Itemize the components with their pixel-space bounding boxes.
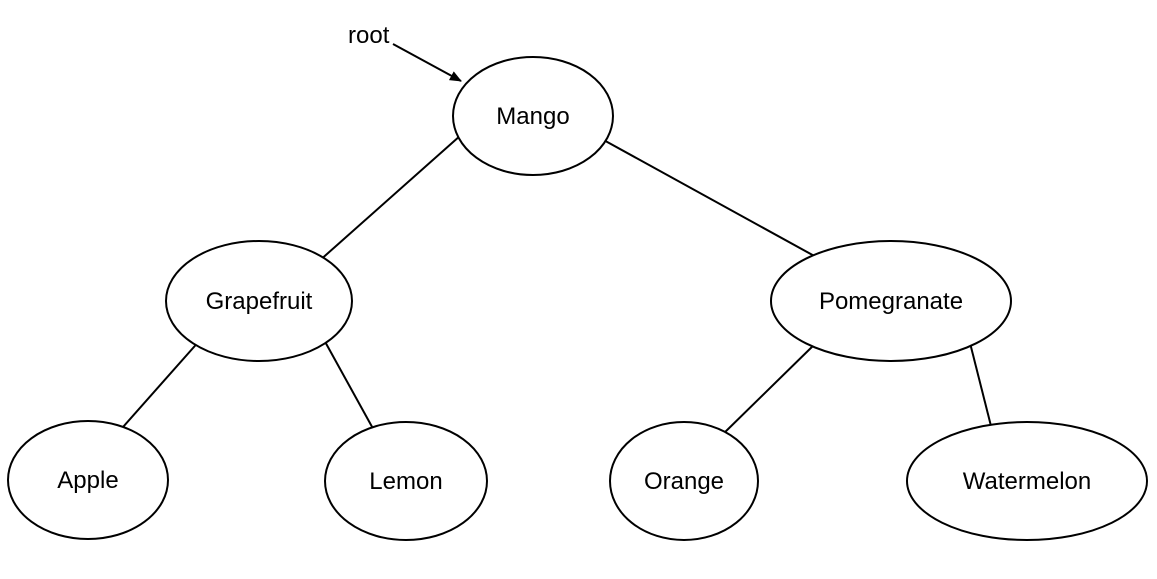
node-ellipse-apple <box>7 420 169 540</box>
edge-pomegranate-watermelon <box>967 334 993 431</box>
root-annotation: root <box>348 22 462 82</box>
tree-node-orange: Orange <box>609 421 759 541</box>
root-pointer-arrow <box>392 43 462 82</box>
edge-mango-pomegranate <box>599 137 819 259</box>
node-ellipse-watermelon <box>906 421 1148 541</box>
edge-grapefruit-lemon <box>322 337 377 435</box>
tree-node-watermelon: Watermelon <box>906 421 1148 541</box>
node-label-pomegranate: Pomegranate <box>819 288 963 315</box>
edges-layer <box>114 134 993 438</box>
node-label-watermelon: Watermelon <box>963 468 1091 495</box>
tree-node-grapefruit: Grapefruit <box>165 240 353 362</box>
node-label-orange: Orange <box>644 468 724 495</box>
tree-node-lemon: Lemon <box>324 421 488 541</box>
edge-pomegranate-orange <box>719 340 819 438</box>
edge-mango-grapefruit <box>317 134 462 263</box>
root-pointer-label: root <box>348 22 390 49</box>
node-ellipse-orange <box>609 421 759 541</box>
node-ellipse-mango <box>452 56 614 176</box>
node-label-lemon: Lemon <box>369 468 442 495</box>
node-ellipse-pomegranate <box>770 240 1012 362</box>
edge-grapefruit-apple <box>114 338 202 437</box>
node-label-mango: Mango <box>496 103 569 130</box>
node-label-grapefruit: Grapefruit <box>206 288 313 315</box>
tree-node-mango: Mango <box>452 56 614 176</box>
node-ellipse-grapefruit <box>165 240 353 362</box>
node-ellipse-lemon <box>324 421 488 541</box>
tree-node-pomegranate: Pomegranate <box>770 240 1012 362</box>
tree-node-apple: Apple <box>7 420 169 540</box>
node-label-apple: Apple <box>57 467 118 494</box>
